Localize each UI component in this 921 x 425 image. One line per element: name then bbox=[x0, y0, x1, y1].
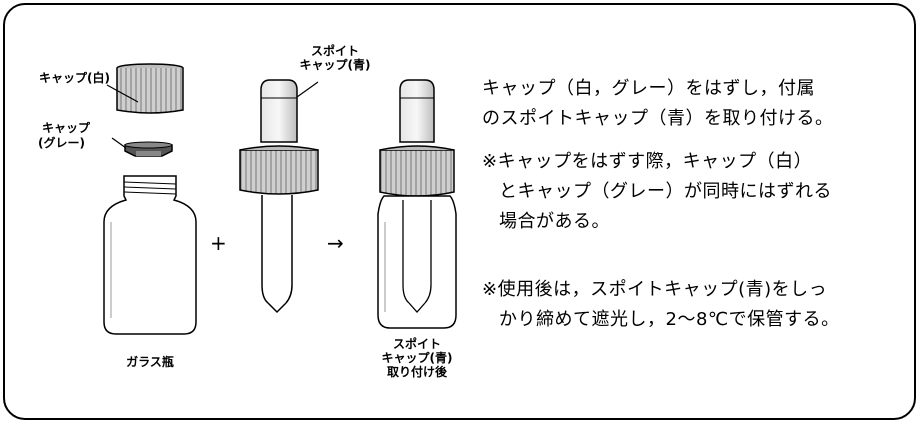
label-cap-gray-line1: キャップ bbox=[42, 121, 91, 135]
leader-dropper-cap bbox=[296, 81, 319, 98]
note1-line-3: 場合がある。 bbox=[499, 211, 610, 232]
gray-cap bbox=[124, 141, 173, 157]
dropper-cap bbox=[239, 79, 319, 314]
leader-cap-gray bbox=[111, 137, 127, 149]
note1-line-2: とキャップ（グレー）が同時にはずれる bbox=[499, 181, 832, 202]
label-cap-gray-line2: (グレー) bbox=[38, 136, 85, 150]
white-cap bbox=[116, 63, 184, 114]
plus-symbol: + bbox=[210, 231, 227, 255]
assembled-bottle bbox=[377, 79, 457, 329]
note2-line-2: かり締めて遮光し，2～8℃で保管する。 bbox=[499, 309, 840, 330]
diagram-frame bbox=[3, 3, 916, 420]
instruction-line-1: キャップ（白，グレー）をはずし，付属 bbox=[482, 78, 815, 99]
note1-line-1: ※キャップをはずす際，キャップ（白） bbox=[482, 151, 813, 172]
label-cap-white: キャップ(白) bbox=[39, 71, 110, 85]
label-dropper-cap-line2: キャップ(青) bbox=[299, 58, 371, 72]
instruction-line-2: のスポイトキャップ（青）を取り付ける。 bbox=[482, 108, 834, 129]
label-after-line1: スポイト bbox=[392, 337, 441, 351]
arrow-symbol: → bbox=[327, 231, 344, 255]
note2-line-1: ※使用後は，スポイトキャップ(青)をしっ bbox=[482, 279, 828, 300]
label-after-line3: 取り付け後 bbox=[386, 365, 447, 379]
leader-cap-white bbox=[106, 84, 139, 103]
glass-bottle bbox=[103, 175, 197, 335]
label-after-line2: キャップ(青) bbox=[381, 351, 453, 365]
label-dropper-cap-line1: スポイト bbox=[310, 44, 359, 58]
label-glass-bottle: ガラス瓶 bbox=[126, 355, 174, 369]
